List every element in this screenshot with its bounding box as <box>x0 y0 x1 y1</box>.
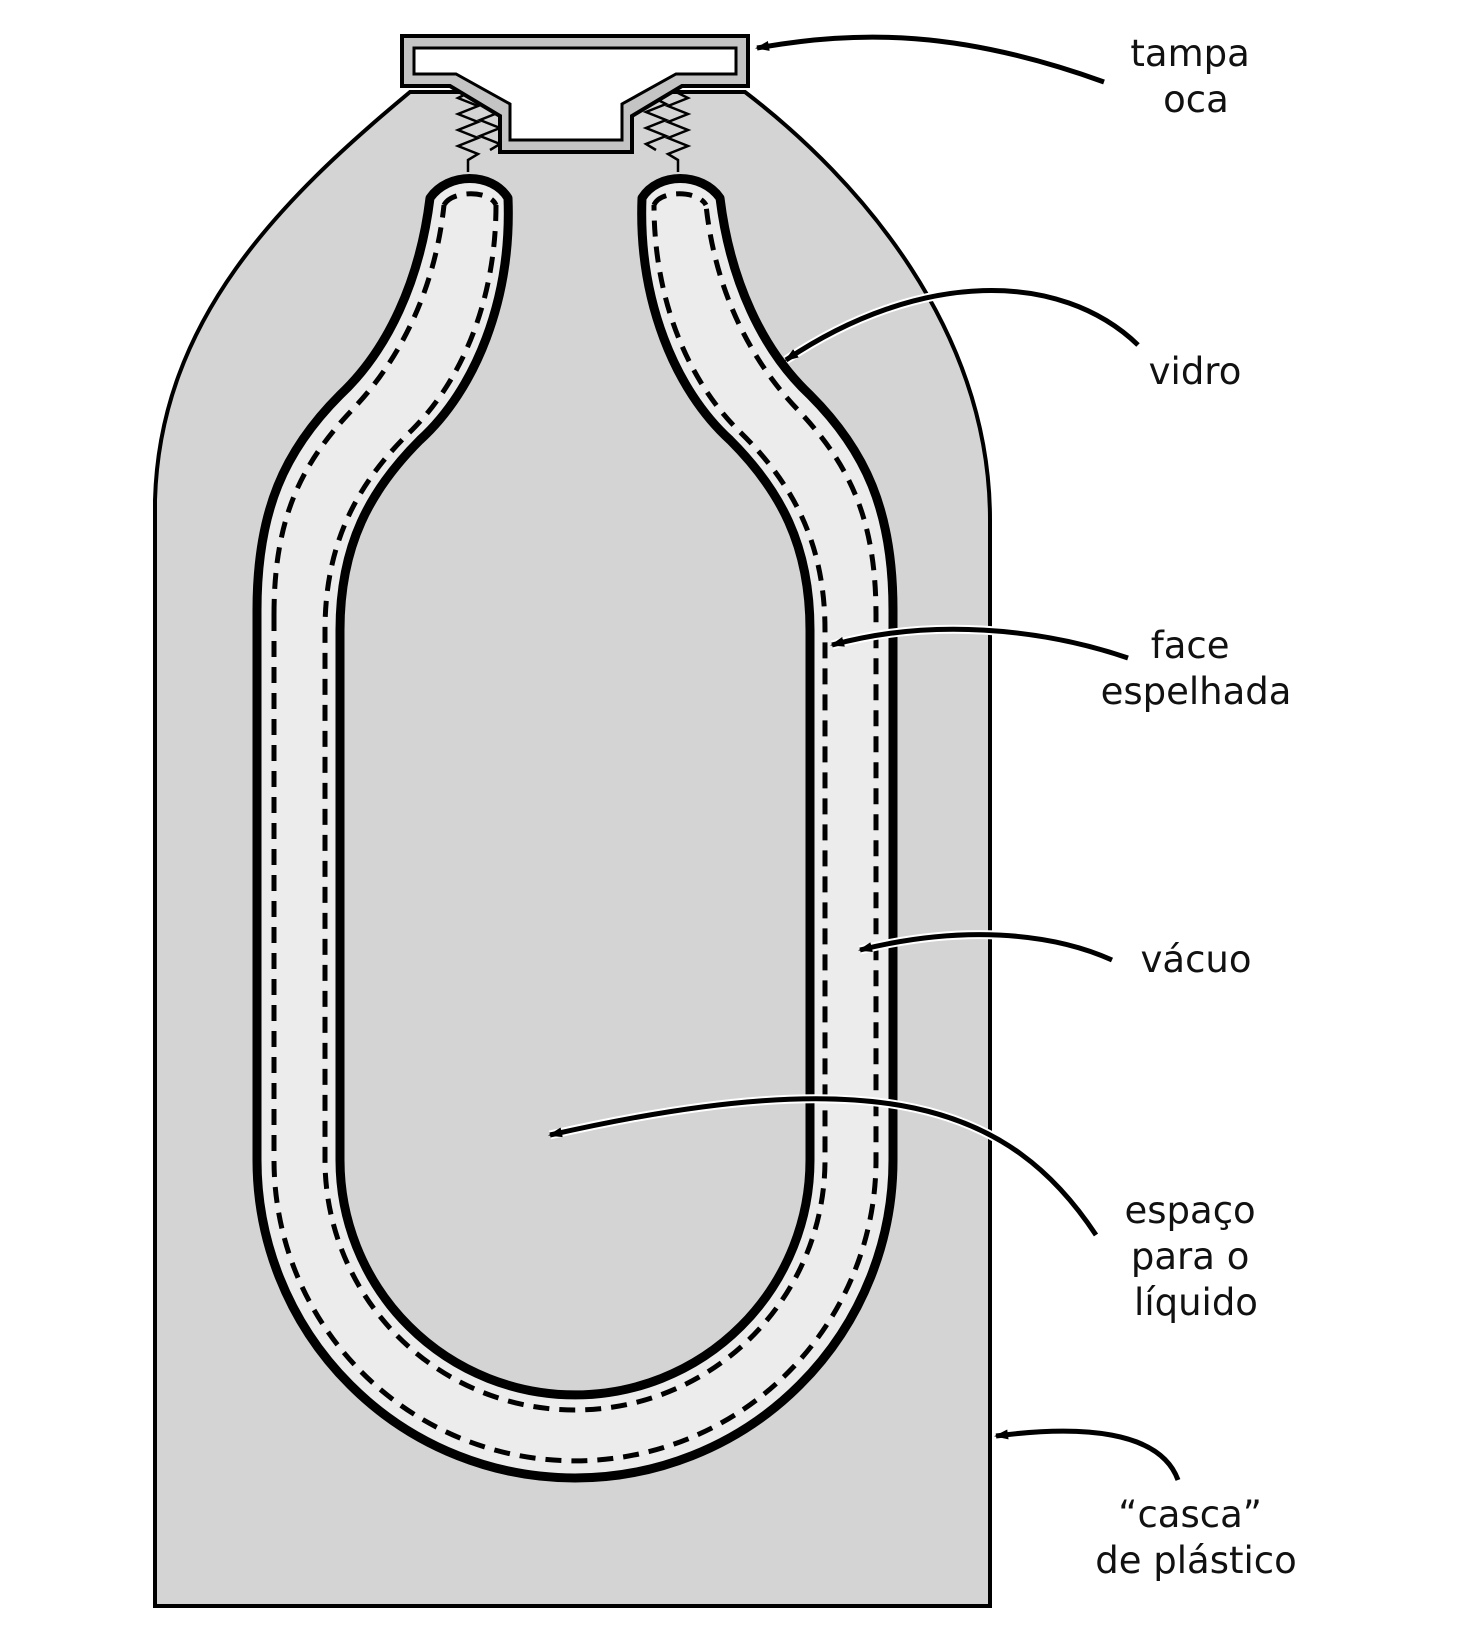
mirror-face-outer <box>271 191 879 1464</box>
label-mirror: face espelhada <box>1101 624 1292 713</box>
thread-left <box>454 90 482 172</box>
label-liquid: espaço para o líquido <box>1125 1189 1268 1324</box>
arrow-shell-line <box>994 1428 1181 1481</box>
label-shell: “casca” de plástico <box>1095 1493 1297 1582</box>
arrow-shell <box>995 1426 1183 1482</box>
arrow-vacuum-line <box>858 932 1114 963</box>
label-vacuum: vácuo <box>1141 938 1252 981</box>
arrows <box>548 32 1183 1482</box>
mirror-face-inner <box>322 204 828 1413</box>
arrow-glass-line <box>784 287 1140 363</box>
arrow-cap <box>756 32 1106 87</box>
label-cap: tampa oca <box>1130 32 1261 121</box>
thread-right-2 <box>642 96 670 152</box>
thread-right <box>664 90 692 172</box>
label-glass: vidro <box>1149 350 1242 393</box>
arrow-mirror-line <box>830 626 1129 661</box>
hollow-cap-cavity <box>412 46 738 142</box>
arrow-cap-line <box>755 34 1105 85</box>
glass-flask-outer <box>252 174 898 1483</box>
arrow-liquid-line <box>548 1096 1099 1237</box>
